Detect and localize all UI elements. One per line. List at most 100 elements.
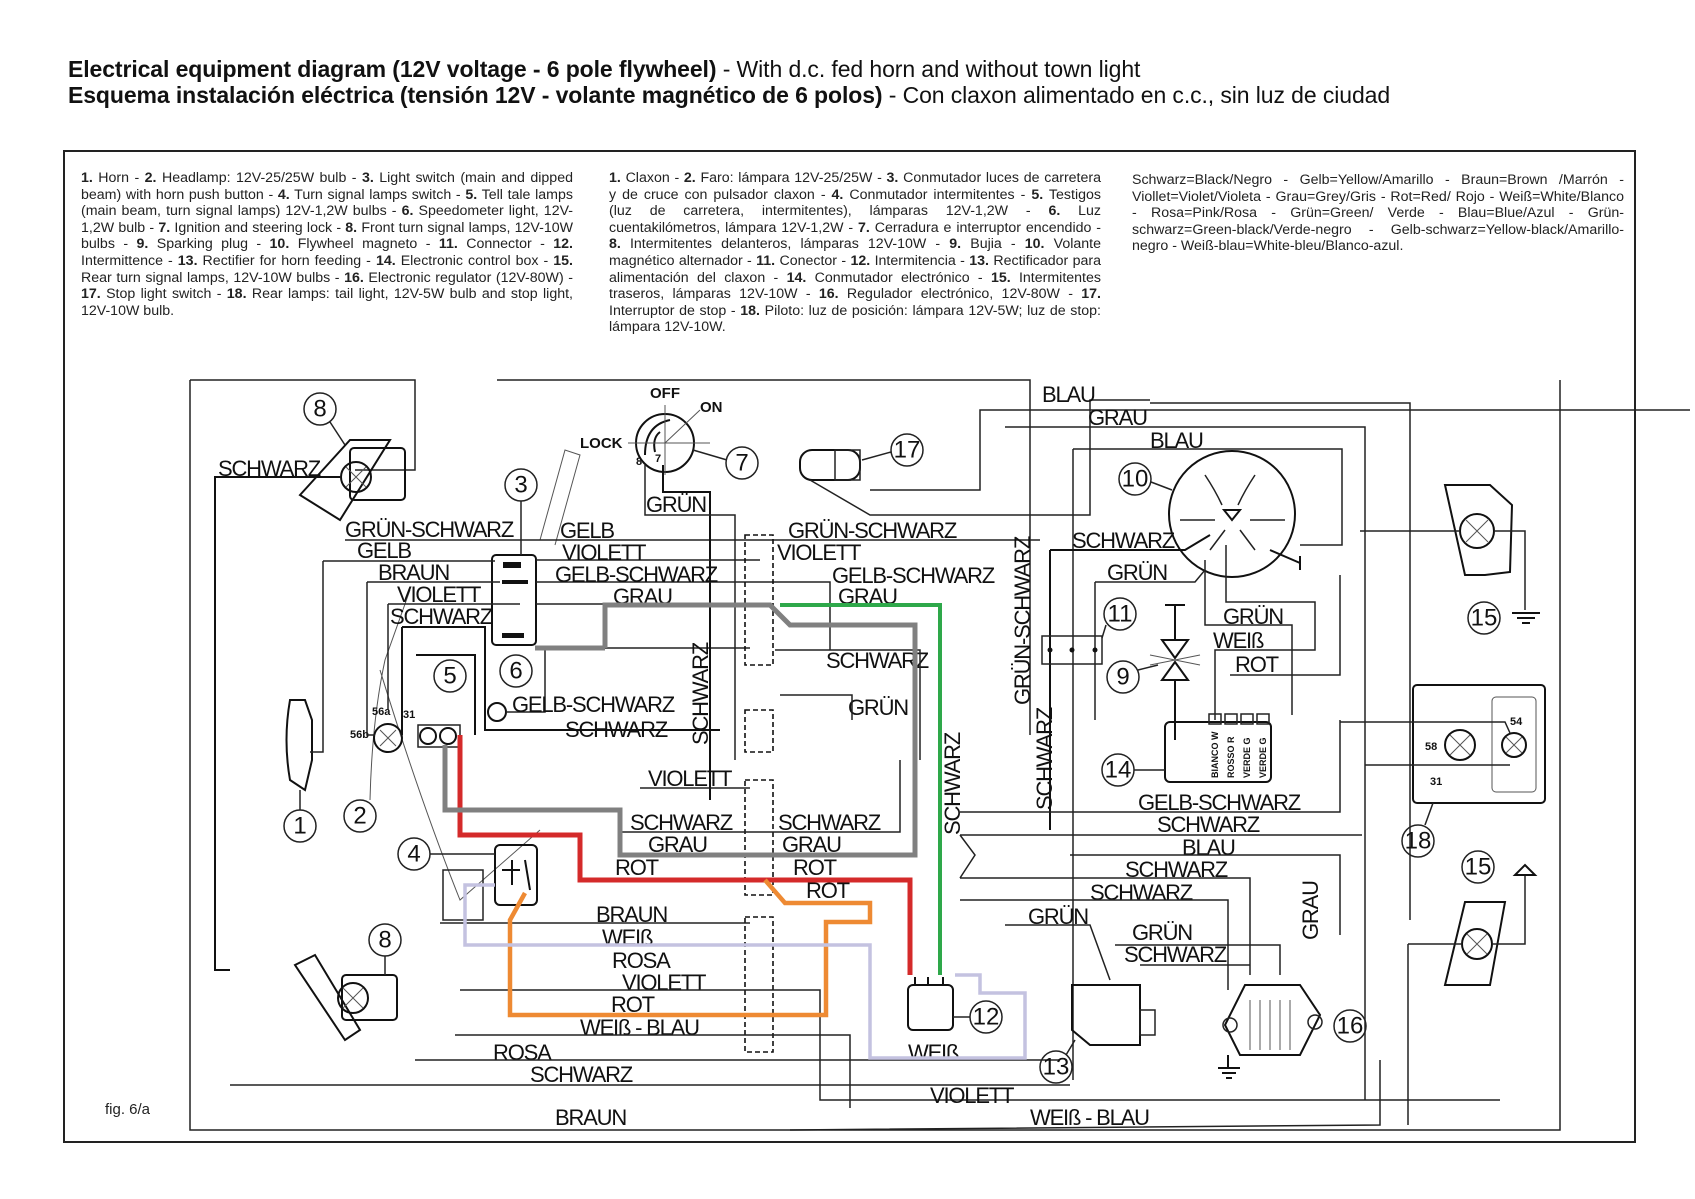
wire-label: WEIß - BLAU [580,1015,699,1040]
ground-icon [1512,863,1538,876]
legend-item-number: 17. [1081,286,1101,303]
wire-label: SCHWARZ [1157,812,1260,837]
highlight-wire-red [457,735,913,975]
electronic-regulator-16: 16 [1218,984,1367,1079]
legend-item-number: 9. [949,236,962,253]
wire-label: SCHWARZ [688,642,713,745]
component-number-12: 12 [973,1004,1000,1031]
wire-label: ROT [1235,652,1279,677]
component-number-6: 6 [509,658,522,685]
wire-label: GRÜN [1132,920,1192,945]
wire-label: ROT [615,855,659,880]
legend-item-number: 4. [831,186,844,203]
connector-11: 11 [1041,597,1137,665]
legend-item-text: Stop light switch - [100,286,227,303]
legend-item-number: 12. [850,252,871,269]
wire-label: GRÜN-SCHWARZ [788,518,957,543]
wire-label: SCHWARZ [940,732,965,835]
front-turn-signal-top: 8 [298,392,406,522]
highlight-wire-green [780,603,942,975]
wire-label: VIOLETT [562,540,646,565]
wire-schwarz-8top [214,476,340,971]
wire-label: BRAUN [378,560,449,585]
legend-item-text: Horn - [92,170,145,186]
wire-label: SCHWARZ [778,810,881,835]
horn-1: 1 [283,699,317,843]
pin-label-56a: 56a [372,706,391,718]
legend-item-text: Light switch (main and dipped beam) with… [81,170,573,203]
wire-label: BLAU [1042,382,1095,407]
legend-item-text: Conmutador luces de carretera y de cruce… [609,170,1102,203]
ignition-pin-8: 8 [636,456,642,468]
wire-label: BRAUN [555,1105,626,1130]
legend-item-number: 11. [756,252,776,269]
legend-item-number: 13. [969,252,989,269]
ground-icon [1218,1055,1240,1079]
wire-label: GRÜN-SCHWARZ [1010,536,1035,705]
legend-item-text: Interruptor de stop - [609,302,741,319]
headlamp-bulb-icon [373,723,403,753]
stop-light-switch-17: 17 [799,433,924,481]
legend-item-number: 10. [269,236,290,253]
wire-label: ROSA [612,948,671,973]
wire-label: WEIß [1213,628,1264,653]
wire-label: SCHWARZ [1032,707,1057,810]
legend-item-text: Cerradura e interruptor encendido - [869,219,1101,236]
legend-item-text: Headlamp: 12V-25/25W bulb - [156,170,362,186]
legend-item-text: Front turn signal lamps, 12V-10W bulbs - [81,219,573,253]
legend-item-text: Rectifier for horn feeding - [197,252,376,269]
wire-label: GRÜN [848,695,908,720]
wire-label: SCHWARZ [1124,942,1227,967]
intermittence-12: 12 WEIß [907,977,1003,1065]
component-number-3: 3 [514,472,527,499]
wire-label: GELB-SCHWARZ [555,562,718,587]
legend-item-number: 14. [786,269,807,286]
wire-label: GELB [560,518,614,543]
figure-label: fig. 6/a [105,1101,151,1118]
legend-item-number: 2. [683,170,696,186]
wire-label: GRÜN [646,492,706,517]
wire-label: VIOLETT [777,540,861,565]
legend-item-number: 17. [81,286,101,303]
legend-item-number: 5. [1031,186,1044,203]
wire-top-loop [190,379,416,471]
legend-item-text: Faro: lámpara 12V-25/25W - [695,170,887,186]
wire-label: VIOLETT [622,970,706,995]
front-turn-signal-bottom: 8 [293,923,402,1042]
component-number-9: 9 [1116,664,1129,691]
title-english: Electrical equipment diagram (12V voltag… [68,56,1141,82]
legend-item-text: Turn signal lamps switch - [289,186,466,203]
legend-item-text: Rear turn signal lamps, 12V-10W bulbs - [81,269,345,286]
wire-label: GRAU [1298,881,1323,940]
legend-item-text: Bujia - [961,236,1025,253]
legend-item-number: 16. [818,286,839,303]
diagram-title: Electrical equipment diagram (12V voltag… [68,56,1390,108]
component-number-8a: 8 [313,396,326,423]
component-number-10: 10 [1122,466,1149,493]
pin-label-56b: 56b [350,729,369,741]
legend-item-number: 2. [144,170,157,186]
wire-label: SCHWARZ [565,717,668,742]
connector-block-2 [744,709,774,753]
legend-spanish: 1. Claxon - 2. Faro: lámpara 12V-25/25W … [609,170,1101,336]
component-number-16: 16 [1337,1013,1364,1040]
legend-item-text: Ignition and steering lock - [170,219,346,236]
electronic-control-box-14: BIANCO W ROSSO R VERDE G VERDE G 14 [1101,713,1272,787]
wire-label: ROT [793,855,837,880]
pin-label-31: 31 [403,709,415,721]
legend-item-number: 7. [158,219,171,236]
ignition-on-label: ON [700,399,723,416]
wire-label: GELB-SCHWARZ [1138,790,1301,815]
component-number-7: 7 [735,450,748,477]
legend-item-text: Conmutador intermitentes - [843,186,1032,203]
legend-item-text: Electronic control box - [395,252,554,269]
legend-item-number: 14. [375,252,396,269]
wire-label: GRAU [1088,405,1147,430]
legend-item-text: Piloto: luz de posición: lámpara 12V-5W;… [609,302,1102,336]
legend-item-number: 6. [401,203,414,220]
legend-item-text: Conector - [775,252,851,269]
wire-label: SCHWARZ [218,456,321,481]
legend-item-number: 6. [1048,203,1061,220]
component-number-1: 1 [293,813,306,840]
wire-label: GELB [357,538,411,563]
